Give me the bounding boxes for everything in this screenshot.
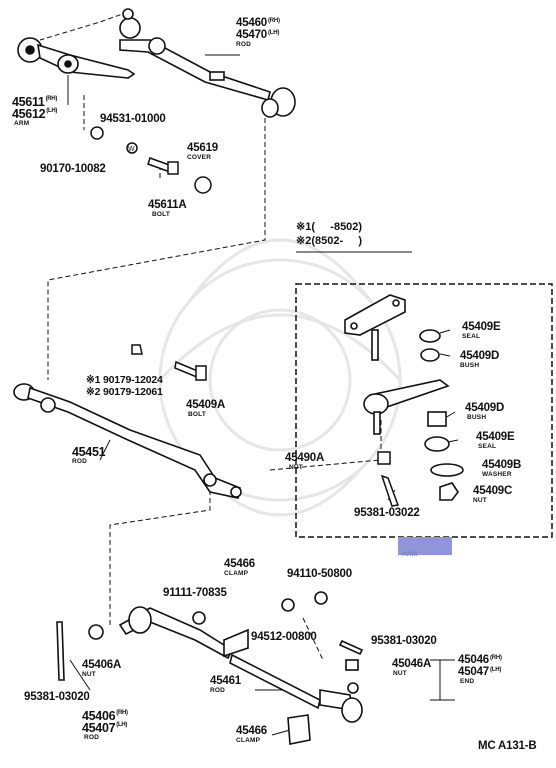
legend-range: (8502- ) [311, 235, 363, 247]
label-45046A: 45046A [392, 658, 432, 670]
label-45611A: 45611A [148, 199, 187, 211]
desc-45619: COVER [187, 154, 212, 161]
label-90179-12024: ※1 90179-12024 [86, 375, 163, 386]
label-95381-03022: 95381-03022 [354, 507, 420, 519]
inset-caption: ARM [402, 551, 418, 558]
label-45409E-top: 45409E [462, 321, 501, 333]
desc-45409C: NUT [473, 497, 487, 504]
part-number: 45612 [12, 107, 46, 121]
label-45611: 45611(RH) [12, 96, 57, 109]
label-45451: 45451 [72, 445, 106, 459]
label-45406: 45406(RH) [82, 710, 128, 723]
part-number: 45611 [12, 95, 45, 109]
label-91111: 91111-70835 [163, 587, 227, 599]
small-parts-top: W [90, 126, 212, 194]
desc-45409D-bot: BUSH [467, 414, 487, 421]
side-note: (LH) [489, 667, 502, 673]
label-45461: 45461 [210, 675, 241, 687]
desc-45409D-top: BUSH [460, 362, 480, 369]
desc-45047: END [460, 678, 475, 685]
label-94531: 94531-01000 [100, 113, 166, 125]
label-95381-03020-r: 95381-03020 [371, 635, 437, 647]
legend-mark: ※1 [86, 374, 101, 386]
desc-45406A: NUT [82, 671, 96, 678]
legend-row-2: ※2(8502- ) [296, 236, 362, 247]
part-number: 45406 [82, 709, 116, 723]
legend-range: ( -8502) [311, 221, 363, 233]
diagram-code: MC A131-B [478, 740, 537, 752]
desc-45612: ARM [14, 120, 30, 127]
part-number: 90179-12024 [102, 374, 163, 386]
label-45409D-top: 45409D [460, 350, 500, 362]
desc-45490A: NUT [289, 464, 303, 471]
tie-rod-assembly [56, 591, 364, 745]
desc-45466-bot: CLAMP [236, 737, 261, 744]
desc-45407: ROD [84, 734, 100, 741]
side-note: (RH) [267, 18, 280, 24]
label-45470: 45470(LH) [236, 29, 280, 42]
side-note: (RH) [45, 96, 58, 102]
part-number: 90179-12061 [102, 386, 163, 398]
legend-row-1: ※1( -8502) [296, 222, 362, 233]
legend-mark: ※2 [296, 235, 312, 247]
label-94512: 94512-00800 [251, 631, 317, 643]
label-45409E-bot: 45409E [476, 431, 515, 443]
legend-mark: ※1 [296, 221, 312, 233]
desc-45451: ROD [72, 458, 88, 465]
legend-mark: ※2 [86, 386, 101, 398]
center-rod [13, 383, 242, 499]
part-number: 45047 [458, 666, 489, 678]
label-45409D-bot: 45409D [465, 402, 505, 414]
desc-45466-top: CLAMP [224, 570, 249, 577]
label-45046: 45046(RH) [458, 654, 502, 667]
label-45466-top: 45466 [224, 558, 255, 570]
bolt-mid [131, 344, 400, 507]
side-note: (LH) [267, 30, 280, 36]
desc-45611A: BOLT [152, 211, 171, 218]
part-number: 45470 [236, 29, 267, 41]
side-note: (RH) [489, 655, 502, 661]
relay-rod-top [119, 8, 296, 118]
label-45466-bot: 45466 [236, 725, 267, 737]
label-45409A: 45409A [186, 399, 226, 411]
desc-45046A: NUT [393, 670, 407, 677]
label-45619: 45619 [187, 142, 218, 154]
label-45409B: 45409B [482, 459, 522, 471]
desc-45461: ROD [210, 687, 226, 694]
leader-lines [39, 11, 382, 661]
desc-45409E-top: SEAL [462, 333, 481, 340]
svg-text:W: W [128, 146, 135, 153]
label-95381-03020-l: 95381-03020 [24, 691, 90, 703]
part-number: 45407 [82, 721, 116, 735]
label-94110: 94110-50800 [287, 568, 352, 580]
part-number: 45460 [236, 17, 267, 29]
side-note: (RH) [116, 710, 128, 716]
label-45406A: 45406A [82, 659, 122, 671]
side-note: (LH) [116, 722, 128, 728]
label-45407: 45407(LH) [82, 722, 127, 735]
idler-arm-assembly [344, 294, 464, 501]
label-45490A: 45490A [285, 452, 325, 464]
side-note: (LH) [46, 108, 58, 114]
label-90170: 90170-10082 [40, 163, 106, 175]
desc-45409B: WASHER [482, 471, 512, 478]
label-45409C: 45409C [473, 485, 513, 497]
part-number: 45046 [458, 654, 489, 666]
inset-frame [295, 283, 553, 538]
highlight-box [398, 537, 452, 555]
label-90179-12061: ※2 90179-12061 [86, 387, 163, 398]
label-45460: 45460(RH) [236, 17, 280, 30]
label-45612: 45612(LH) [12, 108, 57, 121]
desc-45409E-bot: SEAL [478, 443, 497, 450]
watermark [158, 238, 402, 517]
label-45047: 45047(LH) [458, 666, 502, 679]
desc-45470: ROD [236, 41, 252, 48]
pitman-arm [17, 37, 136, 79]
desc-45409A: BOLT [188, 411, 207, 418]
